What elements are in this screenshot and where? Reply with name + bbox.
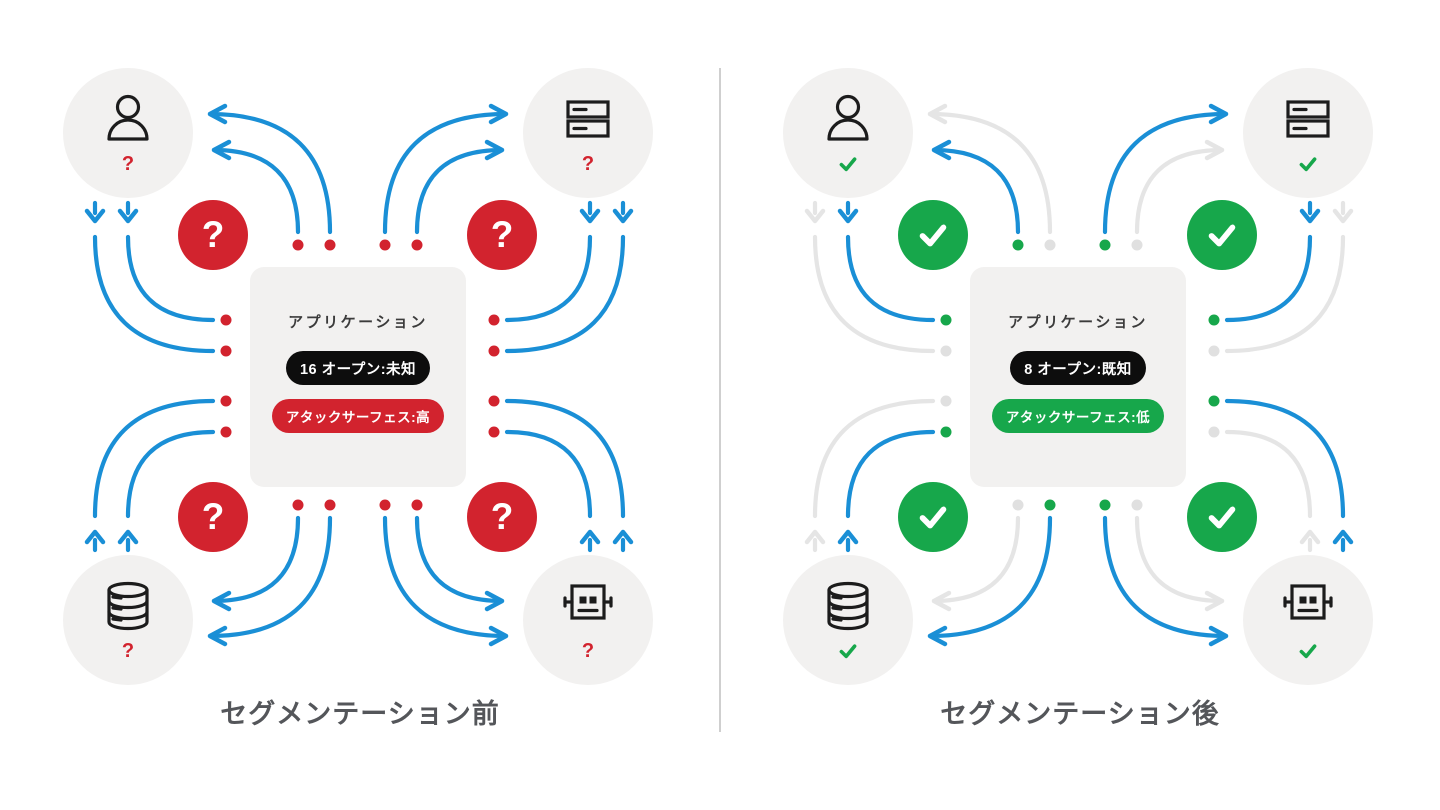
check-icon	[919, 506, 947, 529]
attack-surface-pill: アタックサーフェス:低	[991, 399, 1165, 433]
port-dot	[379, 239, 391, 251]
status-badge: ?	[467, 200, 537, 270]
port-dot	[940, 426, 952, 438]
port-dot	[1208, 426, 1220, 438]
port-dot	[292, 499, 304, 511]
status-badge	[1187, 200, 1257, 270]
panel-before-segmentation: ? ? ? ? ? ? ? ? アプリケーション	[63, 68, 653, 729]
check-icon	[839, 157, 857, 172]
check-icon	[839, 644, 857, 659]
port-dot	[940, 395, 952, 407]
node-database	[783, 555, 913, 685]
port-dot	[324, 499, 336, 511]
node-status-mark: ?	[581, 153, 595, 175]
node-status-mark	[836, 639, 860, 663]
application-title: アプリケーション	[1008, 314, 1148, 331]
node-robot	[1243, 555, 1373, 685]
server-icon	[566, 100, 610, 138]
node-robot: ?	[523, 555, 653, 685]
port-dot	[1044, 499, 1056, 511]
application-box: アプリケーション 8 オープン:既知 アタックサーフェス:低	[970, 267, 1186, 487]
node-status-mark	[836, 152, 860, 176]
robot-icon	[1283, 584, 1333, 620]
port-dot	[940, 314, 952, 326]
check-icon	[1299, 157, 1317, 172]
check-icon	[1299, 644, 1317, 659]
open-ports-pill: 8 オープン:既知	[1010, 351, 1146, 385]
check-icon	[1208, 506, 1236, 529]
port-dot	[324, 239, 336, 251]
database-icon	[107, 581, 149, 631]
port-dot	[488, 345, 500, 357]
status-badge	[898, 200, 968, 270]
port-dot	[1208, 314, 1220, 326]
port-dot	[1012, 499, 1024, 511]
status-badge: ?	[178, 200, 248, 270]
node-server: ?	[523, 68, 653, 198]
port-dot	[1099, 239, 1111, 251]
user-icon	[107, 94, 149, 141]
port-dot	[292, 239, 304, 251]
port-dot	[411, 499, 423, 511]
application-title: アプリケーション	[288, 314, 428, 331]
connection-arrows-layer	[804, 103, 1354, 647]
panel-caption: セグメンテーション前	[220, 699, 500, 729]
port-dot	[1012, 239, 1024, 251]
status-badge	[1187, 482, 1257, 552]
port-dot	[1099, 499, 1111, 511]
port-dot	[940, 345, 952, 357]
port-dot	[220, 426, 232, 438]
port-dot	[1044, 239, 1056, 251]
port-dot	[488, 314, 500, 326]
port-dot	[488, 395, 500, 407]
node-status-mark: ?	[121, 153, 135, 175]
port-dot	[1208, 345, 1220, 357]
panel-caption: セグメンテーション後	[940, 699, 1220, 729]
port-dot	[1131, 239, 1143, 251]
node-server	[1243, 68, 1373, 198]
user-icon	[827, 94, 869, 141]
port-dot	[220, 395, 232, 407]
port-dot	[220, 314, 232, 326]
port-dot	[488, 426, 500, 438]
node-database: ?	[63, 555, 193, 685]
node-status-mark: ?	[121, 640, 135, 662]
port-dot	[220, 345, 232, 357]
status-badge: ?	[467, 482, 537, 552]
node-user: ?	[63, 68, 193, 198]
node-user	[783, 68, 913, 198]
database-icon	[827, 581, 869, 631]
check-icon	[1208, 224, 1236, 247]
status-badge	[898, 482, 968, 552]
status-badge: ?	[178, 482, 248, 552]
port-dot	[1131, 499, 1143, 511]
node-status-mark: ?	[581, 640, 595, 662]
application-box: アプリケーション 16 オープン:未知 アタックサーフェス:高	[250, 267, 466, 487]
check-icon	[919, 224, 947, 247]
port-dot	[411, 239, 423, 251]
node-status-mark	[1296, 639, 1320, 663]
robot-icon	[563, 584, 613, 620]
panel-after-segmentation: アプリケーション 8 オープン:既知 アタックサーフェス:低 セグメンテーション…	[720, 0, 1440, 810]
server-icon	[1286, 100, 1330, 138]
panel-divider	[719, 68, 721, 732]
connection-arrows-layer	[84, 103, 634, 647]
node-status-mark	[1296, 152, 1320, 176]
attack-surface-pill: アタックサーフェス:高	[271, 399, 445, 433]
open-ports-pill: 16 オープン:未知	[285, 351, 431, 385]
port-dot	[379, 499, 391, 511]
port-dot	[1208, 395, 1220, 407]
